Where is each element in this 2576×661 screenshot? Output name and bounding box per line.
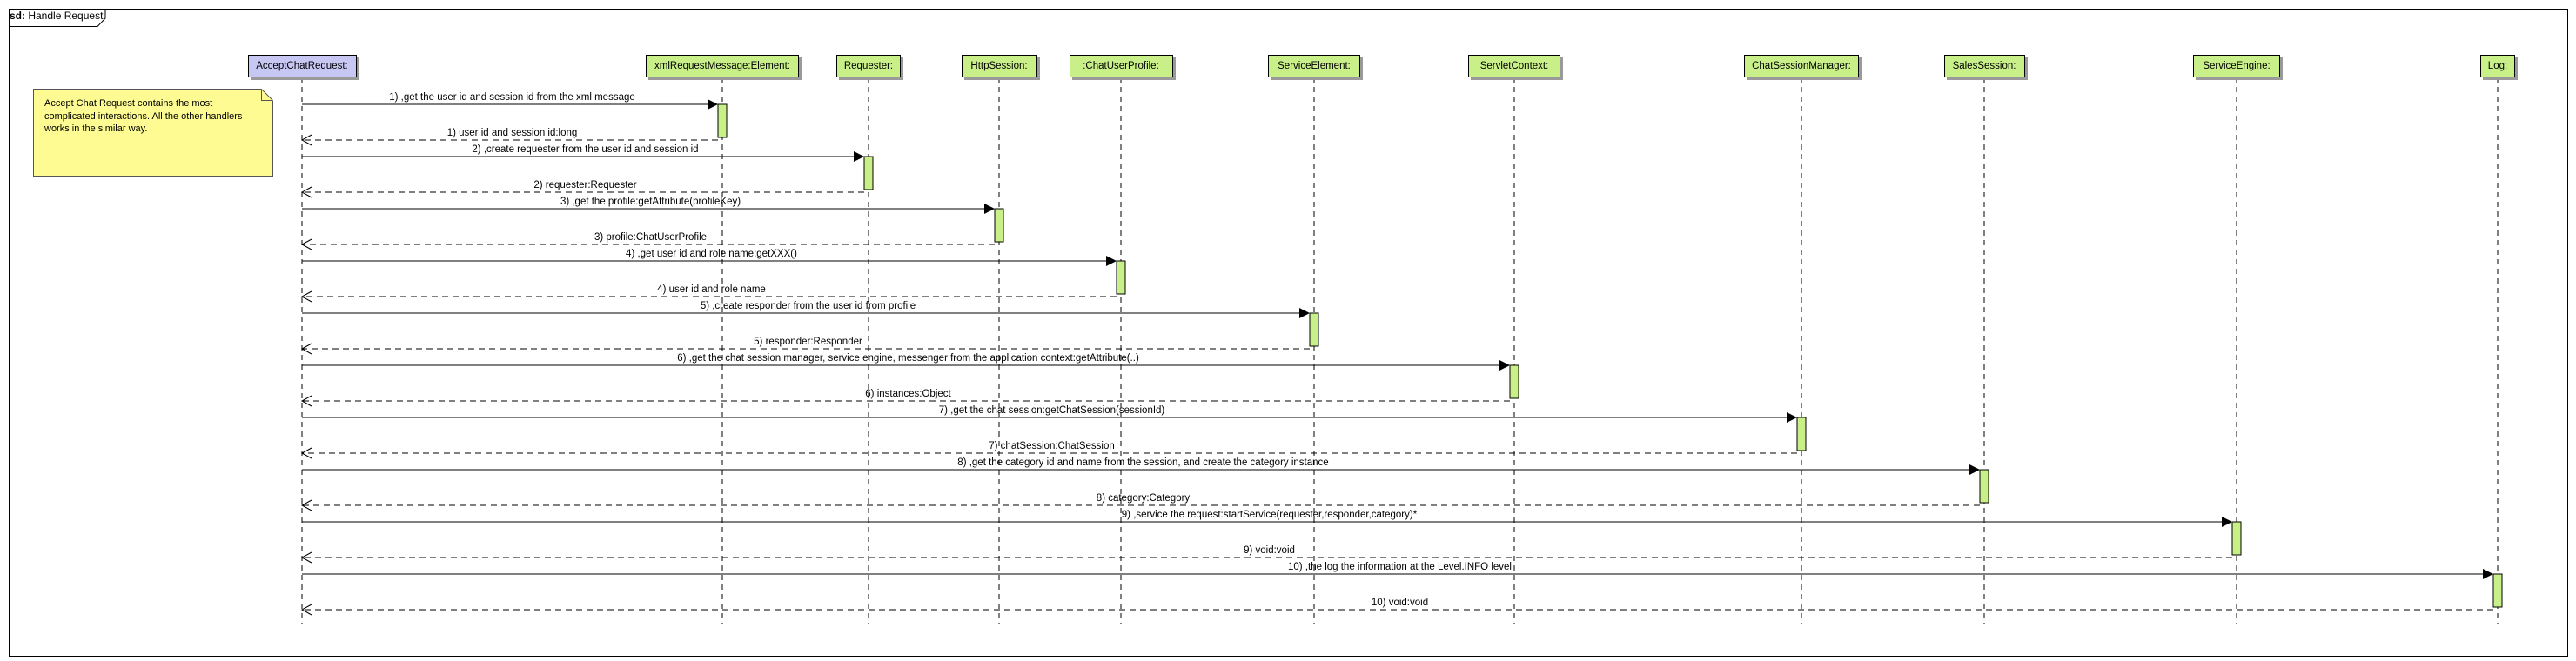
message-call[interactable]: 8) ,get the category id and name from th… xyxy=(302,457,1980,475)
lifeline-head-salessession[interactable]: SalesSession: xyxy=(1943,55,2025,77)
message-return[interactable]: 3) profile:ChatUserProfile xyxy=(300,232,995,250)
arrowhead-filled xyxy=(708,99,718,110)
diagram-frame xyxy=(9,9,2568,657)
message-label: 1) user id and session id:long xyxy=(447,128,578,138)
message-label: 10) void:void xyxy=(1372,598,1428,608)
message-label: 8) category:Category xyxy=(1097,493,1191,504)
message-return[interactable]: 2) requester:Requester xyxy=(300,180,864,198)
note-fold-corner xyxy=(261,89,273,101)
activation-bar-serviceelement xyxy=(1309,312,1319,347)
diagram-frame-tab xyxy=(9,9,106,27)
activation-bar-xml xyxy=(717,103,728,138)
diagram-title-text: Handle Request xyxy=(28,10,104,22)
arrowhead-open xyxy=(300,395,312,407)
arrowhead-filled xyxy=(2222,517,2232,527)
message-call[interactable]: 4) ,get user id and role name:getXXX() xyxy=(302,249,1117,266)
arrowhead-filled xyxy=(984,204,995,214)
activation-bar-requester xyxy=(863,156,874,190)
message-return[interactable]: 4) user id and role name xyxy=(300,284,1117,303)
message-call[interactable]: 7) ,get the chat session:getChatSession(… xyxy=(302,405,1797,423)
message-call[interactable]: 3) ,get the profile:getAttribute(profile… xyxy=(302,197,995,214)
message-label: 9) ,service the request:startService(req… xyxy=(1122,510,1418,520)
lifeline-head-chatsessionmanager[interactable]: ChatSessionManager: xyxy=(1744,55,1859,77)
message-label: 2) requester:Requester xyxy=(533,180,636,190)
arrowhead-open xyxy=(300,499,312,511)
messages-layer: 1) ,get the user id and session id from … xyxy=(300,92,2493,616)
arrowhead-filled xyxy=(1499,360,1510,371)
message-label: 8) ,get the category id and name from th… xyxy=(957,457,1328,468)
diagram-title-prefix: sd: xyxy=(10,10,25,22)
message-label: 4) ,get user id and role name:getXXX() xyxy=(626,249,797,259)
message-call[interactable]: 10) ,the log the information at the Leve… xyxy=(302,562,2493,579)
message-return[interactable]: 8) category:Category xyxy=(300,493,1980,511)
message-return[interactable]: 7) chatSession:ChatSession xyxy=(300,441,1797,459)
activation-bar-log xyxy=(2492,573,2503,608)
arrowhead-filled xyxy=(1969,464,1980,475)
activation-bar-httpsession xyxy=(994,208,1004,243)
arrowhead-open xyxy=(300,290,312,303)
message-label: 5) ,create responder from the user id fr… xyxy=(701,301,916,311)
message-label: 9) void:void xyxy=(1244,545,1295,556)
activation-bar-salessession xyxy=(1979,469,1989,504)
message-label: 5) responder:Responder xyxy=(754,337,862,347)
arrowhead-filled xyxy=(1299,308,1310,318)
note-text: Accept Chat Request contains the most co… xyxy=(44,98,243,134)
activation-bar-serviceengine xyxy=(2231,521,2242,556)
message-label: 4) user id and role name xyxy=(657,284,766,295)
arrowhead-open xyxy=(300,551,312,564)
lifeline-head-httpsession[interactable]: HttpSession: xyxy=(961,55,1037,77)
message-label: 3) profile:ChatUserProfile xyxy=(594,232,707,243)
arrowhead-filled xyxy=(2483,569,2493,579)
lifeline-head-serviceengine[interactable]: ServiceEngine: xyxy=(2193,55,2280,77)
arrowhead-open xyxy=(300,343,312,355)
arrowhead-open xyxy=(300,238,312,250)
arrowhead-open xyxy=(300,604,312,616)
message-label: 2) ,create requester from the user id an… xyxy=(472,144,698,155)
lifeline-head-xml[interactable]: xmlRequestMessage:Element: xyxy=(646,55,799,77)
message-return[interactable]: 1) user id and session id:long xyxy=(300,128,718,146)
lifelines-layer xyxy=(301,77,2499,624)
activation-bar-servletcontext xyxy=(1509,364,1519,399)
message-return[interactable]: 10) void:void xyxy=(300,598,2493,616)
lifeline-head-accept[interactable]: AcceptChatRequest: xyxy=(247,55,357,77)
message-call[interactable]: 2) ,create requester from the user id an… xyxy=(302,144,864,162)
lifeline-head-servletcontext[interactable]: ServletContext: xyxy=(1468,55,1560,77)
arrowhead-open xyxy=(300,447,312,459)
arrowhead-filled xyxy=(854,151,864,162)
message-call[interactable]: 1) ,get the user id and session id from … xyxy=(302,92,718,110)
message-return[interactable]: 9) void:void xyxy=(300,545,2232,564)
message-call[interactable]: 6) ,get the chat session manager, servic… xyxy=(302,353,1510,371)
message-return[interactable]: 6) instances:Object xyxy=(300,389,1510,407)
arrowhead-open xyxy=(300,186,312,198)
message-call[interactable]: 9) ,service the request:startService(req… xyxy=(302,510,2232,527)
lifeline-head-chatuserprofile[interactable]: :ChatUserProfile: xyxy=(1069,55,1173,77)
message-call[interactable]: 5) ,create responder from the user id fr… xyxy=(302,301,1310,318)
note: Accept Chat Request contains the most co… xyxy=(33,89,273,177)
message-label: 1) ,get the user id and session id from … xyxy=(389,92,635,103)
message-return[interactable]: 5) responder:Responder xyxy=(300,337,1310,355)
activation-bar-chatsessionmanager xyxy=(1796,417,1807,451)
message-label: 6) ,get the chat session manager, servic… xyxy=(677,353,1139,364)
arrowhead-filled xyxy=(1787,412,1797,423)
message-label: 6) instances:Object xyxy=(865,389,951,399)
message-label: 7) chatSession:ChatSession xyxy=(989,441,1114,451)
activation-bar-chatuserprofile xyxy=(1116,260,1126,295)
lifeline-head-log[interactable]: Log: xyxy=(2480,55,2515,77)
lifeline-head-requester[interactable]: Requester: xyxy=(836,55,901,77)
activations-layer xyxy=(717,103,2503,608)
arrowhead-open xyxy=(300,134,312,146)
message-label: 3) ,get the profile:getAttribute(profile… xyxy=(560,197,741,207)
diagram-title: sd: Handle Request xyxy=(10,10,103,22)
lifeline-head-serviceelement[interactable]: ServiceElement: xyxy=(1268,55,1360,77)
arrowhead-filled xyxy=(1106,256,1117,266)
message-label: 7) ,get the chat session:getChatSession(… xyxy=(939,405,1165,416)
message-label: 10) ,the log the information at the Leve… xyxy=(1288,562,1512,572)
